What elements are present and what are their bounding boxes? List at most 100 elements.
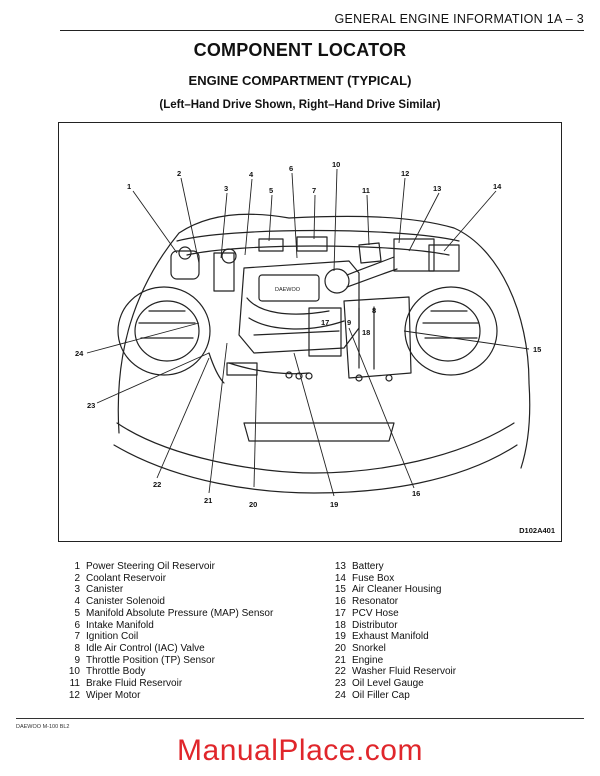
legend-number: 15 bbox=[334, 584, 346, 596]
legend-label: Fuse Box bbox=[352, 572, 395, 584]
legend-item: 18 Distributor bbox=[330, 620, 560, 632]
legend-label: Resonator bbox=[352, 596, 399, 608]
bumper bbox=[116, 422, 515, 474]
legend-number: 21 bbox=[334, 654, 346, 666]
callout-15: 15 bbox=[533, 345, 541, 354]
legend-number: 11 bbox=[69, 678, 80, 690]
callout-4: 4 bbox=[249, 170, 254, 179]
legend-number: 19 bbox=[334, 631, 346, 643]
legend-label: Exhaust Manifold bbox=[352, 631, 429, 643]
legend-label: Oil Filler Cap bbox=[352, 689, 410, 701]
throttle-body bbox=[324, 268, 350, 294]
left-headlamp bbox=[117, 286, 211, 376]
legend-label: Engine bbox=[352, 654, 384, 666]
callout-16: 16 bbox=[412, 489, 420, 498]
legend-item: 9 Throttle Position (TP) Sensor bbox=[64, 655, 324, 667]
right-headlamp bbox=[404, 286, 498, 376]
callout-22: 22 bbox=[153, 480, 161, 489]
legend-number: 4 bbox=[74, 596, 80, 608]
legend-label: Distributor bbox=[352, 619, 398, 631]
legend-label: Washer Fluid Reservoir bbox=[352, 666, 457, 678]
callout-3: 3 bbox=[224, 184, 228, 193]
legend-label: Manifold Absolute Pressure (MAP) Sensor bbox=[86, 607, 274, 619]
callout-6: 6 bbox=[289, 164, 293, 173]
brake-reservoir bbox=[358, 242, 382, 264]
callout-18: 18 bbox=[362, 328, 370, 337]
engine-compartment-figure: DAEWOO 1 2 3 bbox=[58, 122, 562, 542]
legend-number: 18 bbox=[334, 619, 346, 631]
manifold-text: DAEWOO bbox=[275, 287, 301, 293]
header-rule bbox=[60, 30, 584, 31]
drive-note: (Left–Hand Drive Shown, Right–Hand Drive… bbox=[159, 99, 441, 111]
leader-lines bbox=[86, 168, 530, 497]
callout-14: 14 bbox=[493, 182, 502, 191]
legend-label: Snorkel bbox=[352, 642, 386, 654]
legend-item: 10 Throttle Body bbox=[64, 666, 324, 678]
legend-label: Canister Solenoid bbox=[86, 596, 165, 608]
legend-number: 10 bbox=[68, 666, 80, 678]
legend-number: 6 bbox=[74, 619, 80, 631]
callout-11: 11 bbox=[362, 186, 370, 195]
legend-item: 2 Coolant Reservoir bbox=[64, 573, 324, 585]
legend-item: 12 Wiper Motor bbox=[64, 690, 324, 702]
figure-code: D102A401 bbox=[519, 526, 555, 535]
legend-label: Battery bbox=[352, 561, 384, 572]
legend-number: 20 bbox=[334, 642, 346, 654]
legend-number: 14 bbox=[334, 572, 346, 584]
callout-23: 23 bbox=[87, 401, 95, 410]
callout-9: 9 bbox=[347, 318, 351, 327]
engine-block bbox=[238, 260, 360, 354]
callout-21: 21 bbox=[204, 496, 212, 505]
callout-2: 2 bbox=[177, 169, 181, 178]
legend-column-left: 1 Power Steering Oil Reservoir 2 Coolant R… bbox=[64, 561, 324, 701]
body-outline bbox=[117, 213, 531, 469]
legend-number: 9 bbox=[74, 654, 80, 666]
bumper-lower bbox=[113, 444, 518, 494]
legend-number: 12 bbox=[68, 689, 80, 701]
grille-slot bbox=[243, 422, 395, 442]
legend-item: 7 Ignition Coil bbox=[64, 631, 324, 643]
callout-5: 5 bbox=[269, 186, 273, 195]
battery bbox=[393, 238, 435, 272]
legend-item: 11 Brake Fluid Reservoir bbox=[64, 678, 324, 690]
footer-doc-code: DAEWOO M-100 BL2 bbox=[16, 724, 70, 730]
callout-20: 20 bbox=[249, 500, 257, 509]
legend-number: 2 bbox=[74, 572, 80, 584]
legend-label: Brake Fluid Reservoir bbox=[86, 678, 183, 690]
coolant-reservoir bbox=[170, 250, 200, 280]
legend-label: Intake Manifold bbox=[86, 619, 154, 631]
running-header: GENERAL ENGINE INFORMATION 1A – 3 bbox=[334, 12, 584, 26]
ignition-coil bbox=[296, 236, 328, 252]
legend-label: Idle Air Control (IAC) Valve bbox=[86, 642, 205, 654]
callout-17: 17 bbox=[321, 318, 329, 327]
legend-number: 1 bbox=[74, 561, 80, 572]
legend-label: PCV Hose bbox=[352, 607, 399, 619]
legend-label: Coolant Reservoir bbox=[86, 572, 167, 584]
legend-number: 23 bbox=[334, 678, 346, 690]
callout-19: 19 bbox=[330, 500, 338, 509]
legend-label: Air Cleaner Housing bbox=[352, 584, 442, 596]
footer-rule bbox=[16, 718, 584, 719]
legend-label: Wiper Motor bbox=[86, 689, 141, 701]
legend-item: 5 Manifold Absolute Pressure (MAP) Sensor bbox=[64, 608, 324, 620]
legend-label: Ignition Coil bbox=[86, 631, 139, 643]
legend-item: 15 Air Cleaner Housing bbox=[330, 584, 560, 596]
legend-label: Power Steering Oil Reservoir bbox=[86, 561, 215, 572]
legend-label: Throttle Position (TP) Sensor bbox=[86, 654, 215, 666]
legend-item: 6 Intake Manifold bbox=[64, 620, 324, 632]
resonator bbox=[308, 307, 342, 357]
legend-number: 7 bbox=[74, 631, 80, 643]
legend-item: 21 Engine bbox=[330, 655, 560, 667]
legend-number: 5 bbox=[74, 607, 80, 619]
legend-item: 14 Fuse Box bbox=[330, 573, 560, 585]
legend-label: Throttle Body bbox=[86, 666, 146, 678]
fuse-box bbox=[428, 244, 460, 272]
legend-item: 20 Snorkel bbox=[330, 643, 560, 655]
legend-item: 1 Power Steering Oil Reservoir bbox=[64, 561, 324, 573]
